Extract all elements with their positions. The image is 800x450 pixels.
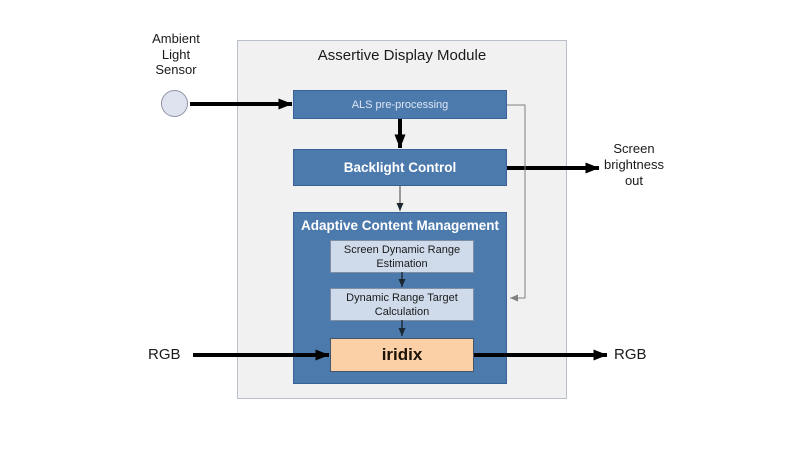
rgb-output-label: RGB xyxy=(614,346,647,363)
iridix-box: iridix xyxy=(330,338,474,372)
ambient-light-sensor-label: Ambient Light Sensor xyxy=(152,31,200,77)
als-pre-processing-box: ALS pre-processing xyxy=(293,90,507,119)
screen-brightness-out-label: Screen brightness out xyxy=(604,141,664,188)
screen-dynamic-range-estimation-box: Screen Dynamic Range Estimation xyxy=(330,240,474,273)
dynamic-range-target-calculation-box: Dynamic Range Target Calculation xyxy=(330,288,474,321)
ambient-light-sensor-icon xyxy=(161,90,188,117)
screen-dynamic-range-estimation-label: Screen Dynamic Range Estimation xyxy=(343,243,461,270)
als-pre-processing-label: ALS pre-processing xyxy=(351,98,449,111)
backlight-control-label: Backlight Control xyxy=(343,160,457,175)
backlight-control-box: Backlight Control xyxy=(293,149,507,186)
dynamic-range-target-calculation-label: Dynamic Range Target Calculation xyxy=(346,291,458,318)
iridix-label: iridix xyxy=(381,345,423,364)
adaptive-content-management-label: Adaptive Content Management xyxy=(300,218,500,233)
rgb-input-label: RGB xyxy=(148,346,181,363)
adaptive-content-management-box: Adaptive Content Management Screen Dynam… xyxy=(293,212,507,384)
module-title: Assertive Display Module xyxy=(317,47,487,64)
